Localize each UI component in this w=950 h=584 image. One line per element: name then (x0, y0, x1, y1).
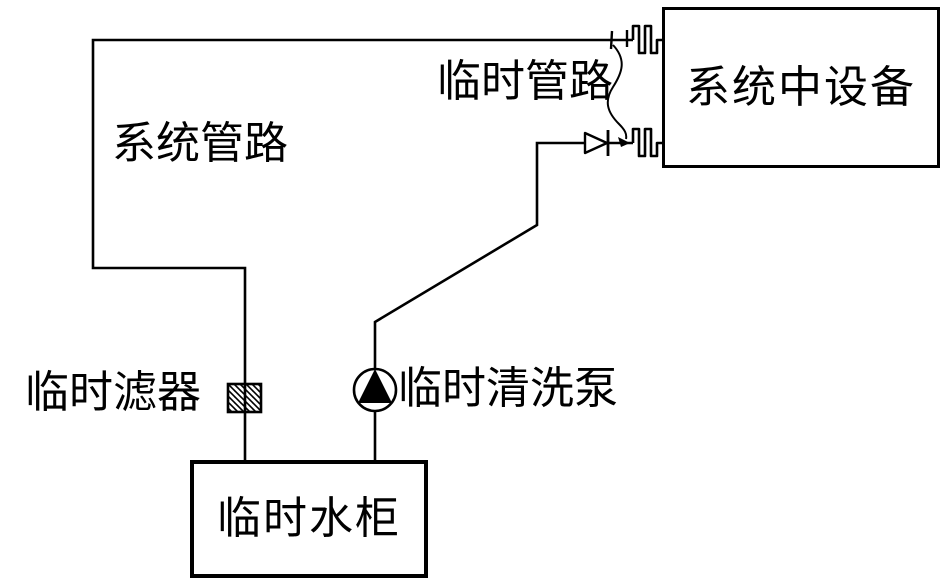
tank-box-label: 临时水柜 (217, 494, 401, 543)
flexible-hose-top-icon (631, 24, 664, 55)
equipment-box-label: 系统中设备 (686, 62, 916, 112)
temporary-filter-icon (226, 382, 263, 414)
check-valve-icon (583, 130, 610, 156)
temporary-pump-icon (352, 367, 398, 413)
temporary-pipeline-label: 临时管路 (437, 57, 613, 106)
equipment-box: 系统中设备 (662, 7, 940, 168)
temporary-pump-label: 临时清洗泵 (398, 364, 618, 413)
pump-discharge-line (373, 141, 633, 370)
tank-box: 临时水柜 (190, 460, 428, 578)
flange-tick-icon (609, 30, 629, 50)
system-pipeline-label: 系统管路 (112, 119, 288, 168)
system-pipeline (91, 38, 633, 462)
temporary-filter-label: 临时滤器 (25, 368, 201, 417)
flexible-hose-bottom-icon (631, 127, 664, 158)
